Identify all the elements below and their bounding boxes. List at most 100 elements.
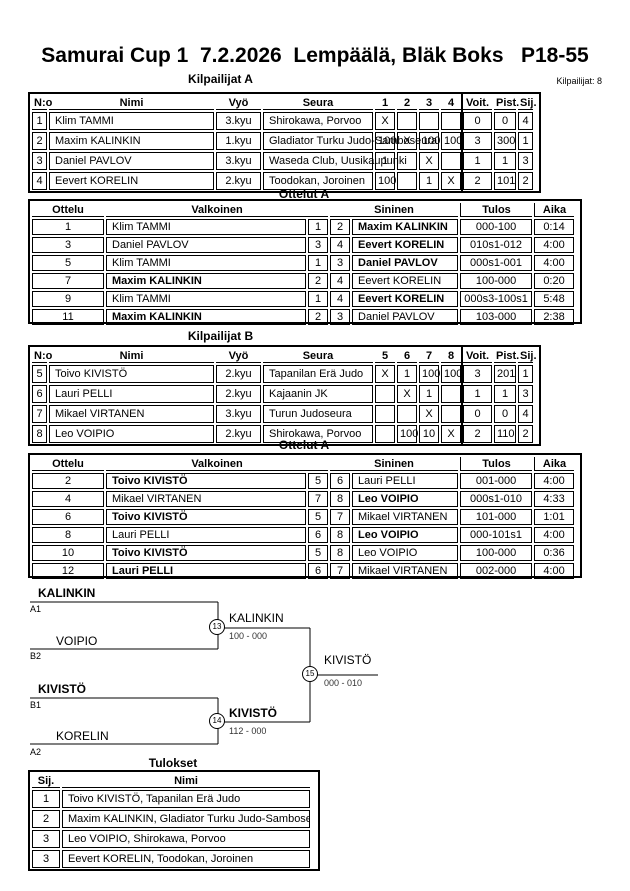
competitor-name: Eevert KORELIN bbox=[49, 172, 214, 190]
result-name: Eevert KORELIN, Toodokan, Joroinen bbox=[62, 850, 310, 868]
col-match: Ottelu bbox=[32, 457, 104, 471]
match-no: 5 bbox=[32, 255, 104, 271]
result-name: Maxim KALINKIN, Gladiator Turku Judo-Sam… bbox=[62, 810, 310, 828]
competitor-name: Toivo KIVISTÖ bbox=[49, 365, 214, 383]
col-name: Nimi bbox=[49, 96, 214, 110]
score-cell: 10 bbox=[419, 425, 439, 443]
table-row: 3 Daniel PAVLOV 3 4 Eevert KORELIN 010s1… bbox=[32, 237, 575, 253]
score-cell: 100 bbox=[419, 365, 440, 383]
white-name: Toivo KIVISTÖ bbox=[106, 473, 306, 489]
col-s3: 3 bbox=[419, 96, 439, 110]
competitor-belt: 2.kyu bbox=[216, 365, 261, 383]
time-cell: 4:00 bbox=[534, 255, 575, 271]
white-name: Klim TAMMI bbox=[106, 291, 306, 307]
white-no: 2 bbox=[308, 273, 329, 289]
white-no: 6 bbox=[308, 527, 329, 543]
blue-name: Maxim KALINKIN bbox=[352, 219, 459, 235]
table-row: 8 Lauri PELLI 6 8 Leo VOIPIO 000-101s1 4… bbox=[32, 527, 575, 543]
col-wins: Voit. bbox=[463, 96, 492, 110]
match-no: 11 bbox=[32, 309, 104, 325]
competitor-no: 6 bbox=[32, 385, 47, 403]
bracket-semi2-winner: KIVISTÖ bbox=[229, 706, 278, 720]
score-cell bbox=[397, 152, 417, 170]
participants-count: Kilpailijat: 8 bbox=[556, 76, 602, 86]
time-cell: 0:36 bbox=[534, 545, 575, 561]
white-no: 5 bbox=[308, 545, 329, 561]
points-cell: 1 bbox=[494, 385, 516, 403]
col-place: Sij. bbox=[518, 96, 537, 110]
white-name: Toivo KIVISTÖ bbox=[106, 545, 306, 561]
table-row: 5 Klim TAMMI 1 3 Daniel PAVLOV 000s1-001… bbox=[32, 255, 575, 271]
results-grid: Sij. Nimi 1 Toivo KIVISTÖ, Tapanilan Erä… bbox=[30, 772, 312, 870]
matches-a-header-row: Ottelu Valkoinen Sininen Tulos Aika bbox=[32, 203, 575, 217]
wins-cell: 2 bbox=[463, 425, 492, 443]
white-name: Maxim KALINKIN bbox=[106, 309, 306, 325]
score-cell: 100 bbox=[419, 132, 440, 150]
competitor-no: 2 bbox=[32, 132, 47, 150]
col-no: N:o bbox=[32, 96, 53, 110]
table-row: 2 Maxim KALINKIN, Gladiator Turku Judo-S… bbox=[32, 810, 310, 828]
table-row: 2 Maxim KALINKIN 1.kyu Gladiator Turku J… bbox=[32, 132, 533, 150]
score-cell: 1 bbox=[375, 152, 395, 170]
white-name: Klim TAMMI bbox=[106, 255, 306, 271]
matches-b-grid: Ottelu Valkoinen Sininen Tulos Aika 2 To… bbox=[30, 455, 576, 581]
match-no: 1 bbox=[32, 219, 104, 235]
bracket-final-winner: KIVISTÖ bbox=[324, 653, 372, 667]
blue-no: 4 bbox=[330, 237, 351, 253]
result-cell: 001-000 bbox=[460, 473, 533, 489]
score-cell: 100 bbox=[441, 132, 462, 150]
points-cell: 300 bbox=[494, 132, 516, 150]
table-row: 11 Maxim KALINKIN 2 3 Daniel PAVLOV 103-… bbox=[32, 309, 575, 325]
col-s2: 6 bbox=[397, 349, 417, 363]
competitor-no: 7 bbox=[32, 405, 47, 423]
table-row: 3 Daniel PAVLOV 3.kyu Waseda Club, Uusik… bbox=[32, 152, 533, 170]
match-no: 2 bbox=[32, 473, 104, 489]
competitor-name: Leo VOIPIO bbox=[49, 425, 214, 443]
pool-a-heading: Kilpailijat A bbox=[188, 72, 253, 86]
white-no: 2 bbox=[308, 309, 329, 325]
col-name: Nimi bbox=[49, 349, 214, 363]
blue-name: Eevert KORELIN bbox=[352, 291, 459, 307]
competitor-club: Gladiator Turku Judo-Samboseura bbox=[263, 132, 437, 150]
competitor-belt: 3.kyu bbox=[216, 112, 261, 130]
matches-a-table: Ottelu Valkoinen Sininen Tulos Aika 1 Kl… bbox=[28, 199, 582, 325]
bracket-final-score: 000 - 010 bbox=[324, 678, 363, 688]
competitor-name: Mikael VIRTANEN bbox=[49, 405, 214, 423]
col-blue: Sininen bbox=[330, 203, 459, 217]
place-cell: 3 bbox=[518, 152, 533, 170]
blue-name: Eevert KORELIN bbox=[352, 237, 459, 253]
col-time: Aika bbox=[534, 457, 575, 471]
white-name: Toivo KIVISTÖ bbox=[106, 509, 306, 525]
table-row: 6 Lauri PELLI 2.kyu Kajaanin JK X 1 1 1 … bbox=[32, 385, 533, 403]
score-cell: 100 bbox=[375, 172, 396, 190]
points-cell: 0 bbox=[494, 405, 516, 423]
score-cell bbox=[375, 385, 395, 403]
match-no: 6 bbox=[32, 509, 104, 525]
result-cell: 000-100 bbox=[460, 219, 533, 235]
col-place: Sij. bbox=[32, 774, 60, 788]
pool-a-table: N:o Nimi Vyö Seura 1 2 3 4 Voit. Pist. S… bbox=[28, 92, 541, 193]
wins-cell: 1 bbox=[463, 152, 492, 170]
white-no: 5 bbox=[308, 509, 329, 525]
table-row: 7 Maxim KALINKIN 2 4 Eevert KORELIN 100-… bbox=[32, 273, 575, 289]
bracket-match-14-node: 14 bbox=[209, 713, 225, 729]
table-row: 4 Eevert KORELIN 2.kyu Toodokan, Joroine… bbox=[32, 172, 533, 190]
match-no: 9 bbox=[32, 291, 104, 307]
bracket-semi2-score: 112 - 000 bbox=[229, 726, 267, 736]
bracket-seed-a1: A1 bbox=[30, 604, 42, 614]
white-name: Daniel PAVLOV bbox=[106, 237, 306, 253]
blue-name: Lauri PELLI bbox=[352, 473, 459, 489]
bracket-seed-b2: B2 bbox=[30, 651, 42, 661]
bracket-semi1-score: 100 - 000 bbox=[229, 631, 268, 641]
match-no: 12 bbox=[32, 563, 104, 579]
bracket-entrant-voipio: VOIPIO bbox=[56, 634, 98, 648]
pool-b-heading: Kilpailijat B bbox=[187, 329, 254, 343]
table-row: 5 Toivo KIVISTÖ 2.kyu Tapanilan Erä Judo… bbox=[32, 365, 533, 383]
result-cell: 100-000 bbox=[460, 273, 533, 289]
pool-b-grid: N:o Nimi Vyö Seura 5 6 7 8 Voit. Pist. S… bbox=[30, 347, 537, 445]
bracket-match-13-node: 13 bbox=[209, 619, 225, 635]
matches-b-table: Ottelu Valkoinen Sininen Tulos Aika 2 To… bbox=[28, 453, 582, 581]
blue-no: 8 bbox=[330, 527, 351, 543]
points-cell: 201 bbox=[494, 365, 516, 383]
blue-no: 4 bbox=[330, 291, 351, 307]
